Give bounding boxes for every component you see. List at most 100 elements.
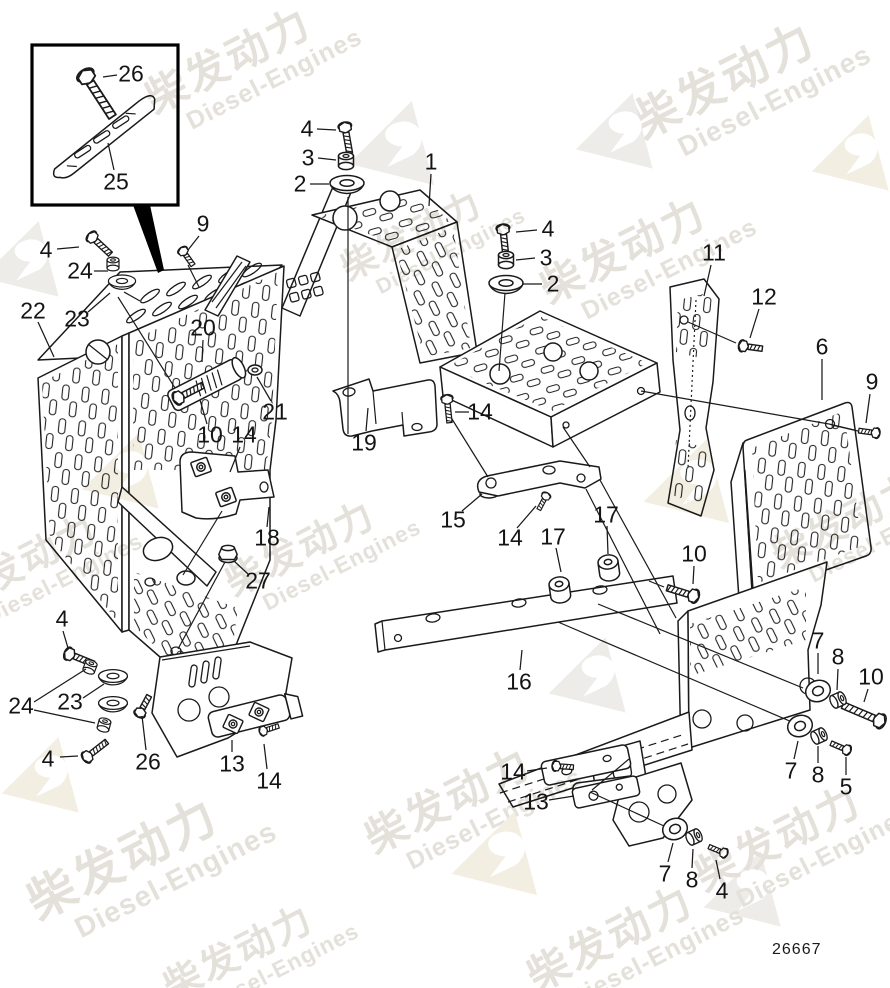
part-callout-24[interactable]: 24 <box>67 257 93 284</box>
part-callout-10[interactable]: 10 <box>858 663 884 690</box>
part-callout-18[interactable]: 18 <box>254 524 280 551</box>
leader-line-17 <box>606 525 609 555</box>
leader-line-9 <box>865 393 871 424</box>
grommet-23 <box>97 668 129 686</box>
part-callout-13[interactable]: 13 <box>219 750 245 777</box>
leader-line-4 <box>59 755 79 758</box>
rubber-mount-17 <box>547 574 573 605</box>
part-callout-14[interactable]: 14 <box>231 421 257 448</box>
leader-line-23 <box>82 683 105 699</box>
part-callout-5[interactable]: 5 <box>839 773 853 800</box>
part-plate-13-left <box>207 692 304 738</box>
part-bracket-1 <box>204 184 661 448</box>
leader-line-20 <box>201 339 204 363</box>
bolt-26 <box>131 692 156 721</box>
grommet-2 <box>329 174 365 195</box>
leader-line-10 <box>199 399 208 425</box>
leader-line-13 <box>548 795 575 801</box>
part-callout-15[interactable]: 15 <box>440 506 466 533</box>
part-callout-4[interactable]: 4 <box>715 877 729 904</box>
part-clamp-20 <box>167 356 263 412</box>
leader-line-23 <box>87 292 111 313</box>
part-callout-4[interactable]: 4 <box>39 236 53 263</box>
leader-line-26 <box>141 715 147 751</box>
part-callout-4[interactable]: 4 <box>300 115 314 142</box>
part-callout-14[interactable]: 14 <box>500 758 526 785</box>
part-callout-2[interactable]: 2 <box>546 270 560 297</box>
leader-line-8 <box>691 848 694 869</box>
part-callout-8[interactable]: 8 <box>811 761 825 788</box>
part-callout-23[interactable]: 23 <box>57 688 83 715</box>
part-callout-4[interactable]: 4 <box>41 745 55 772</box>
part-bracket-15 <box>476 460 602 499</box>
part-callout-17[interactable]: 17 <box>593 501 619 528</box>
part-callout-11[interactable]: 11 <box>702 239 726 266</box>
leader-line-4 <box>316 128 337 131</box>
part-callout-23[interactable]: 23 <box>64 305 90 332</box>
part-callout-8[interactable]: 8 <box>685 866 699 893</box>
leader-line-7 <box>793 740 799 760</box>
part-callout-2[interactable]: 2 <box>293 170 307 197</box>
bolt-9 <box>857 424 882 440</box>
part-callout-12[interactable]: 12 <box>751 283 777 310</box>
leader-line-24 <box>33 709 96 724</box>
part-callout-20[interactable]: 20 <box>190 314 216 341</box>
bolt-9 <box>175 243 199 270</box>
part-callout-14[interactable]: 14 <box>467 398 493 425</box>
part-callout-9[interactable]: 9 <box>196 210 210 237</box>
part-callout-24[interactable]: 24 <box>8 692 34 719</box>
part-callout-9[interactable]: 9 <box>865 368 879 395</box>
part-callout-4[interactable]: 4 <box>55 605 69 632</box>
leader-line-12 <box>749 308 760 339</box>
nut-27 <box>218 544 238 564</box>
bolt-4 <box>83 228 116 260</box>
grommet-23 <box>97 695 129 713</box>
part-callout-10[interactable]: 10 <box>681 540 707 567</box>
part-callout-4[interactable]: 4 <box>541 215 555 242</box>
part-callout-7[interactable]: 7 <box>658 860 672 887</box>
part-callout-3[interactable]: 3 <box>539 244 553 271</box>
part-callout-14[interactable]: 14 <box>256 767 282 794</box>
bolt-4 <box>706 841 731 860</box>
part-callout-21[interactable]: 21 <box>262 398 288 425</box>
part-panel-22 <box>37 262 293 758</box>
part-callout-7[interactable]: 7 <box>811 627 825 654</box>
plate-25 <box>52 94 156 179</box>
part-callout-19[interactable]: 19 <box>351 429 377 456</box>
part-callout-10[interactable]: 10 <box>197 421 223 448</box>
detail-lines <box>117 197 859 827</box>
part-callout-1[interactable]: 1 <box>424 148 438 175</box>
part-callout-6[interactable]: 6 <box>815 333 829 360</box>
part-callout-8[interactable]: 8 <box>831 643 845 670</box>
rubber-mount-17 <box>596 552 622 583</box>
part-callout-26[interactable]: 26 <box>118 60 144 87</box>
part-callout-13[interactable]: 13 <box>523 788 549 815</box>
part-callout-27[interactable]: 27 <box>245 567 271 594</box>
leader-line-19 <box>365 407 369 432</box>
part-callout-3[interactable]: 3 <box>301 144 315 171</box>
part-bracket-18 <box>179 451 275 520</box>
leader-line-4 <box>56 246 80 250</box>
inset-box <box>30 43 180 273</box>
part-callout-26[interactable]: 26 <box>135 748 161 775</box>
leader-line-26 <box>102 74 118 78</box>
leader-line-10 <box>692 565 695 585</box>
part-washer-21 <box>247 364 263 376</box>
leader-line-14 <box>526 767 548 772</box>
grommet-2 <box>488 274 524 295</box>
part-callout-17[interactable]: 17 <box>540 523 566 550</box>
part-callout-14[interactable]: 14 <box>497 524 523 551</box>
part-callout-16[interactable]: 16 <box>506 668 532 695</box>
spacer-8 <box>808 725 830 747</box>
leader-line-7 <box>667 842 674 863</box>
leader-line-4 <box>715 859 721 880</box>
bushing-24 <box>95 716 113 734</box>
part-callout-22[interactable]: 22 <box>20 297 46 324</box>
part-panel-6 <box>730 401 872 600</box>
part-callout-7[interactable]: 7 <box>784 757 798 784</box>
spacer-24 <box>106 256 120 272</box>
part-callout-25[interactable]: 25 <box>103 168 129 195</box>
